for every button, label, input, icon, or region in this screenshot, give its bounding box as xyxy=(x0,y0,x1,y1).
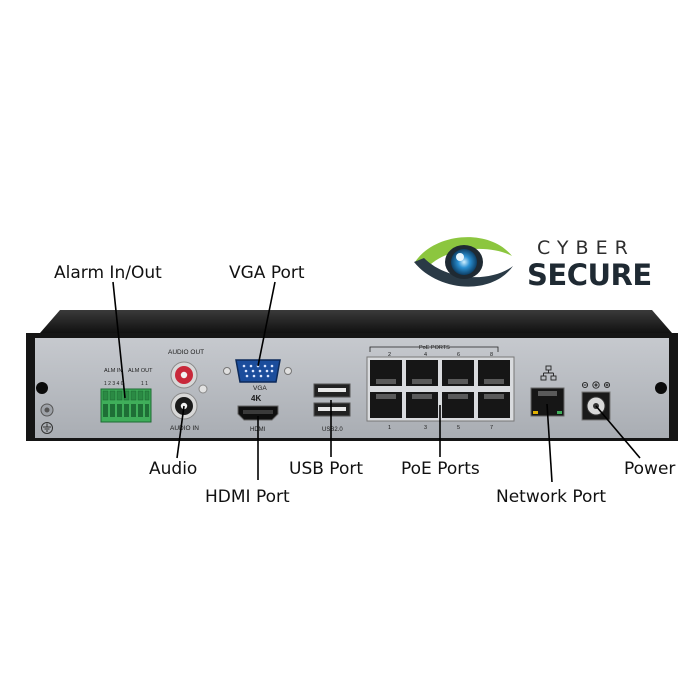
alarm-terminal-block: ALM IN ALM OUT 1 2 3 4 G 1 1 xyxy=(100,368,153,423)
vga-connector: VGA xyxy=(223,359,292,392)
ground-icon xyxy=(41,422,53,434)
callout-labels: Alarm In/Out VGA Port Audio HDMI Port US… xyxy=(54,263,675,507)
audio-leader xyxy=(176,405,185,459)
audio-screw xyxy=(198,384,208,394)
alarm-in-label: ALM IN xyxy=(104,368,122,374)
callout-vga: VGA Port xyxy=(229,263,305,283)
audio-out-label: AUDIO OUT xyxy=(168,349,204,356)
network-leader xyxy=(546,403,553,483)
poe-num-2: 2 xyxy=(388,352,391,358)
poe-num-7: 7 xyxy=(490,425,493,431)
poe-ports-label: PoE PORTS xyxy=(419,345,450,351)
callout-leader-lines xyxy=(112,281,641,483)
cyber-secure-logo: CYBER SECURE xyxy=(414,237,652,292)
alarm-leader xyxy=(112,281,126,399)
audio-out-jack xyxy=(170,361,198,389)
power-leader xyxy=(595,405,641,459)
right-screw xyxy=(655,382,667,394)
poe-num-4: 4 xyxy=(424,352,427,358)
chassis-top xyxy=(40,310,672,333)
vga-label: VGA xyxy=(253,385,267,392)
eye-logo-icon xyxy=(414,237,513,287)
vga-leader xyxy=(257,281,276,367)
hdmi-4k-label: 4K xyxy=(251,394,261,403)
alarm-in-pins: 1 2 3 4 G xyxy=(104,381,125,387)
callout-audio: Audio xyxy=(149,459,197,479)
dc-polarity-icon xyxy=(581,381,611,389)
usb-ports: USB2.0 xyxy=(313,383,351,433)
alarm-out-label: ALM OUT xyxy=(128,368,153,374)
usb-label: USB2.0 xyxy=(322,427,343,433)
poe-num-1: 1 xyxy=(388,425,391,431)
callout-usb: USB Port xyxy=(289,459,363,479)
left-screw xyxy=(36,382,48,394)
logo-line-2: SECURE xyxy=(527,258,652,292)
callout-hdmi: HDMI Port xyxy=(205,487,290,507)
poe-num-8: 8 xyxy=(490,352,493,358)
poe-num-6: 6 xyxy=(457,352,460,358)
audio-in-label: AUDIO IN xyxy=(170,425,199,432)
callout-alarm: Alarm In/Out xyxy=(54,263,162,283)
ground-terminal xyxy=(40,403,54,434)
faceplate xyxy=(35,338,669,438)
network-icon xyxy=(540,365,557,381)
callout-poe: PoE Ports xyxy=(401,459,480,479)
poe-num-5: 5 xyxy=(457,425,460,431)
poe-num-3: 3 xyxy=(424,425,427,431)
callout-power: Power xyxy=(624,459,675,479)
callout-network: Network Port xyxy=(496,487,606,507)
logo-line-1: CYBER xyxy=(537,237,635,259)
alarm-out-pins: 1 1 xyxy=(141,381,148,387)
